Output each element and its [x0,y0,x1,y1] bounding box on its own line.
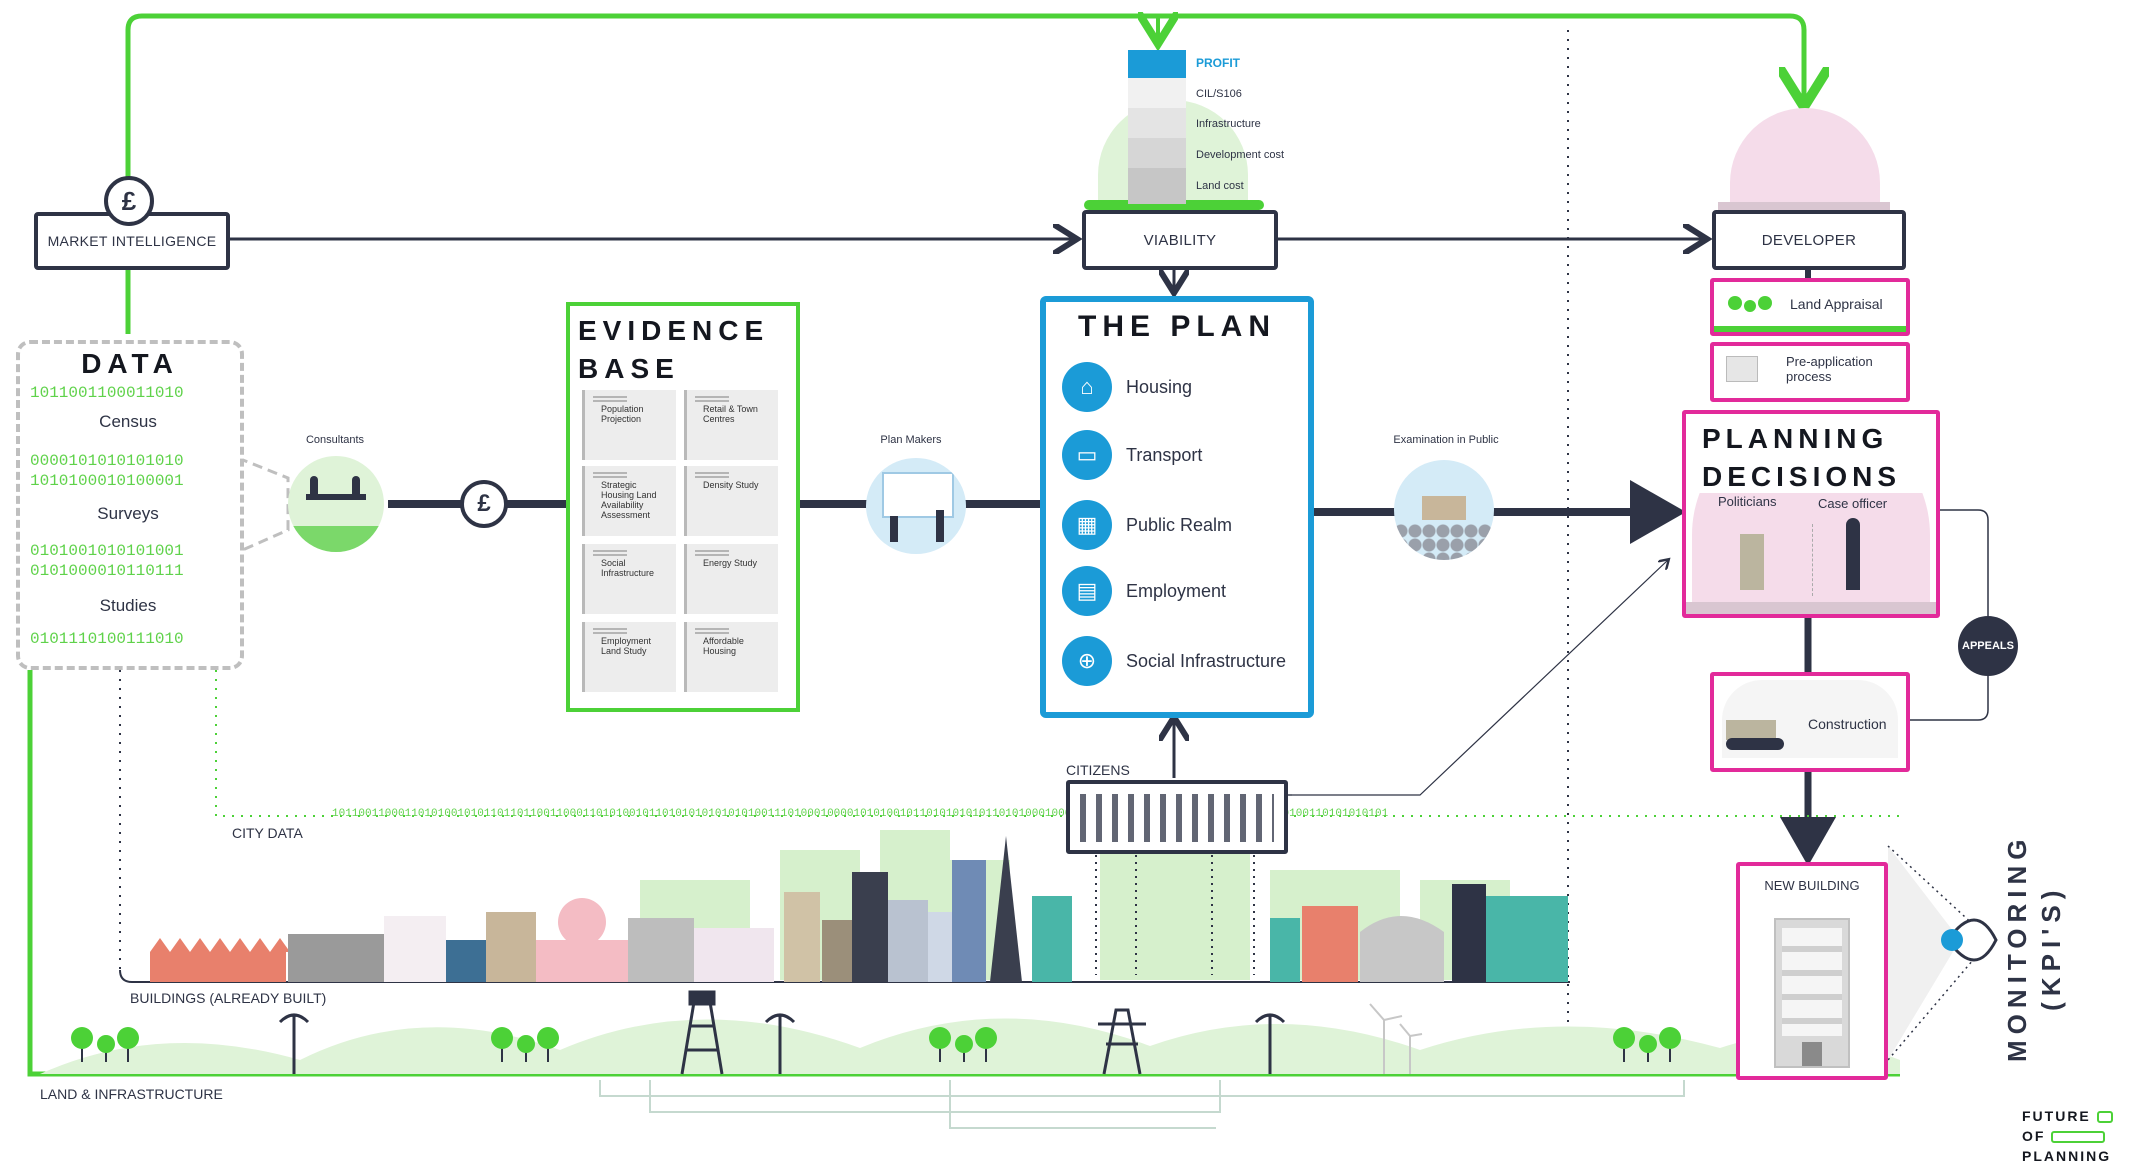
viability-profit: PROFIT [1196,56,1240,70]
plan-item-public-realm: ▦ Public Realm [1062,500,1232,550]
examination-illustration [1394,460,1494,560]
tree-icon [71,1027,1681,1062]
data-panel [16,340,244,670]
case-officer-label: Case officer [1818,496,1888,511]
new-building-label: NEW BUILDING [1764,878,1860,893]
planning-decisions-title-line2: DECISIONS [1702,461,1902,492]
plan-item-employment: ▤ Employment [1062,566,1226,616]
data-binary-row: 0000101010101010 [30,452,184,470]
excavator-tracks [1726,738,1784,750]
case-officer-figure [1846,518,1860,590]
plan-item-label: Transport [1126,444,1203,465]
id-badge-icon: ▤ [1062,566,1112,616]
planning-decisions-box [1682,410,1940,618]
monitoring-line2: (KPI'S) [2036,884,2066,1011]
new-building-box: NEW BUILDING [1736,862,1888,1080]
monitoring-line1: MONITORING [2002,833,2032,1062]
data-title: DATA [81,348,179,379]
construction-box: Construction [1710,672,1910,772]
evidence-base-title: EVIDENCE BASE [578,312,769,388]
viability-ground [1084,200,1264,210]
developer-box: DEVELOPER [1712,210,1906,270]
plan-item-housing: ⌂ Housing [1062,362,1192,412]
data-binary-row: 0101001010101001 [30,542,184,560]
podium-icon [1740,534,1764,590]
document-card: Retail & Town Centres [684,390,778,460]
plan-item-label: Housing [1126,376,1193,397]
planning-decisions-title: PLANNING DECISIONS [1702,420,1901,496]
politicians-label: Politicians [1718,494,1777,509]
data-binary-row: 0101110100111010 [30,630,184,648]
document-card: Energy Study [684,544,778,614]
pound-icon: £ [460,480,508,528]
appeals-badge: APPEALS [1958,616,2018,676]
buildings-already-built-label: BUILDINGS (ALREADY BUILT) [130,990,327,1006]
land-appraisal-box: Land Appraisal [1710,278,1910,336]
document-card: Affordable Housing [684,622,778,692]
land-appraisal-label: Land Appraisal [1790,296,1883,312]
viability-development-cost: Development cost [1196,149,1285,161]
network-people-icon: ⊕ [1062,636,1112,686]
viability-building [1128,50,1186,204]
evidence-base-title-line2: BASE [578,353,680,384]
document-card: Strategic Housing Land Availability Asse… [582,466,676,536]
plan-makers-illustration [866,458,966,554]
bus-icon: ▭ [1062,430,1112,480]
pre-application-box: Pre-application process [1710,342,1910,402]
document-card: Social Infrastructure [582,544,676,614]
viability-land-cost: Land cost [1196,180,1244,192]
document-card: Employment Land Study [582,622,676,692]
evidence-base-title-line1: EVIDENCE [578,315,770,346]
eye-icon [1946,918,1998,962]
future-of-planning-logo: FUTURE OF PLANNING [2022,1106,2113,1166]
plan-item-transport: ▭ Transport [1062,430,1202,480]
green-loop-line [125,13,1804,212]
map-icon: ▦ [1062,500,1112,550]
data-item-surveys: Surveys [97,504,159,523]
consultants-label: Consultants [305,434,365,446]
tree-icon [1724,292,1776,316]
city-data-label: CITY DATA [232,825,303,841]
document-card: Density Study [684,466,778,536]
land-infrastructure-label: LAND & INFRASTRUCTURE [40,1086,223,1102]
house-icon: ⌂ [1062,362,1112,412]
consultants-illustration [288,456,384,552]
pound-icon: £ [104,176,154,226]
pre-application-label: Pre-application process [1786,354,1873,384]
pylon-icon [680,990,1146,1075]
logo-line1: FUTURE [2022,1108,2091,1124]
monitoring-label: MONITORING (KPI'S) [2000,833,2068,1062]
data-item-census: Census [99,412,157,431]
viability-cil: CIL/S106 [1196,88,1242,100]
logo-line3: PLANNING [2022,1148,2112,1164]
developer-ground [1718,202,1890,212]
citizens-box [1066,780,1288,854]
document-card: Population Projection [582,390,676,460]
logo-line2: OF [2022,1128,2046,1144]
plan-item-social-infrastructure: ⊕ Social Infrastructure [1062,636,1286,686]
plan-item-label: Social Infrastructure [1126,650,1287,671]
plan-item-label: Employment [1126,580,1227,601]
wind-turbine-icon [1369,1003,1423,1074]
plan-item-label: Public Realm [1126,514,1233,535]
construction-label: Construction [1808,716,1887,732]
data-item-studies: Studies [99,596,157,615]
the-plan-title: THE PLAN [1078,310,1276,343]
plan-makers-label: Plan Makers [880,434,942,446]
viability-infrastructure: Infrastructure [1196,118,1261,130]
planning-decisions-title-line1: PLANNING [1702,423,1889,454]
document-icon [1726,356,1758,382]
data-binary-row: 1011001100011010 [30,384,184,402]
examination-label: Examination in Public [1393,434,1499,446]
excavator-icon [1726,720,1776,740]
data-binary-row: 0101000010110111 [30,562,184,580]
citizens-label: CITIZENS [1066,762,1130,778]
new-building-illustration [1774,918,1850,1068]
viability-box: VIABILITY [1082,210,1278,270]
data-binary-row: 1010100010100001 [30,472,184,490]
